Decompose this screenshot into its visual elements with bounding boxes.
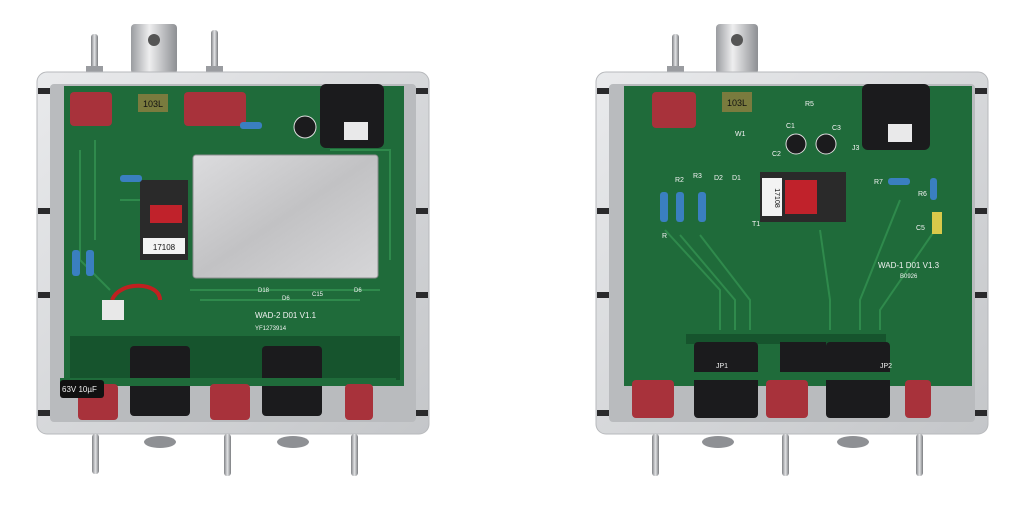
right-xlr-jack <box>862 84 930 150</box>
right-label-c2: C2 <box>772 151 781 158</box>
right-label-r5: R5 <box>805 101 814 108</box>
right-label-r: R <box>662 233 667 240</box>
left-transformer-part: 17108 <box>153 243 176 252</box>
right-board-code: B0926 <box>900 274 918 280</box>
left-pot-2 <box>184 92 246 126</box>
left-trimmer-label: 103L <box>143 99 163 109</box>
left-capacitor-text: 63V 10µF <box>62 385 97 394</box>
right-top-knob <box>716 24 758 74</box>
right-trimmer-label: 103L <box>727 98 747 108</box>
left-pot-1 <box>70 92 112 126</box>
right-board-label: WAD-1 D01 V1.3 <box>878 261 940 270</box>
left-top-toggle-1 <box>91 34 98 70</box>
left-serial: YF1273914 <box>255 326 287 332</box>
left-capacitor-top <box>293 115 317 139</box>
right-trimmer <box>722 92 752 112</box>
left-top-knob <box>131 24 177 74</box>
right-capacitor-c5 <box>932 212 942 234</box>
left-unit: 103L 17108 WAD-2 D01 V1.1 YF1273914 D18 … <box>36 24 430 476</box>
right-label-jp1: JP1 <box>716 363 728 370</box>
right-label-r6: R6 <box>918 191 927 198</box>
left-pot-front-3 <box>345 384 373 420</box>
right-label-r2: R2 <box>675 177 684 184</box>
right-label-d1: D1 <box>732 175 741 182</box>
right-label-c1: C1 <box>786 123 795 130</box>
left-pot-front-2 <box>210 384 250 420</box>
left-label-d6a: D6 <box>282 296 290 302</box>
left-label-d18: D18 <box>258 288 270 294</box>
right-transformer-part: 17108 <box>773 188 780 208</box>
right-label-j3: J3 <box>852 145 860 152</box>
right-pot-1 <box>652 92 696 128</box>
right-label-t1: T1 <box>752 221 760 228</box>
right-unit: 103L 17108 R5 W1 C1 C2 C3 J3 R2 R3 D2 D1… <box>595 24 989 476</box>
right-label-d2: D2 <box>714 175 723 182</box>
right-label-r3: R3 <box>693 173 702 180</box>
right-label-jp2: JP2 <box>880 363 892 370</box>
left-label-d6b: D6 <box>354 288 362 294</box>
right-label-r7: R7 <box>874 179 883 186</box>
left-board-label: WAD-2 D01 V1.1 <box>255 311 317 320</box>
right-label-w1: W1 <box>735 131 746 138</box>
left-shield-can <box>192 154 379 279</box>
left-trimmer <box>138 94 168 112</box>
right-top-toggle <box>672 34 679 70</box>
left-capacitor-front <box>60 380 104 398</box>
right-label-c5: C5 <box>916 225 925 232</box>
left-top-toggle-2 <box>211 30 218 70</box>
right-pot-front-3 <box>905 380 931 418</box>
right-capacitor-c3 <box>815 133 837 155</box>
left-red-wire <box>110 283 162 302</box>
right-label-c3: C3 <box>832 125 841 132</box>
right-pot-front-1 <box>632 380 674 418</box>
right-capacitor-c2 <box>785 133 807 155</box>
left-label-c15: C15 <box>312 292 324 298</box>
right-pot-front-2 <box>766 380 808 418</box>
